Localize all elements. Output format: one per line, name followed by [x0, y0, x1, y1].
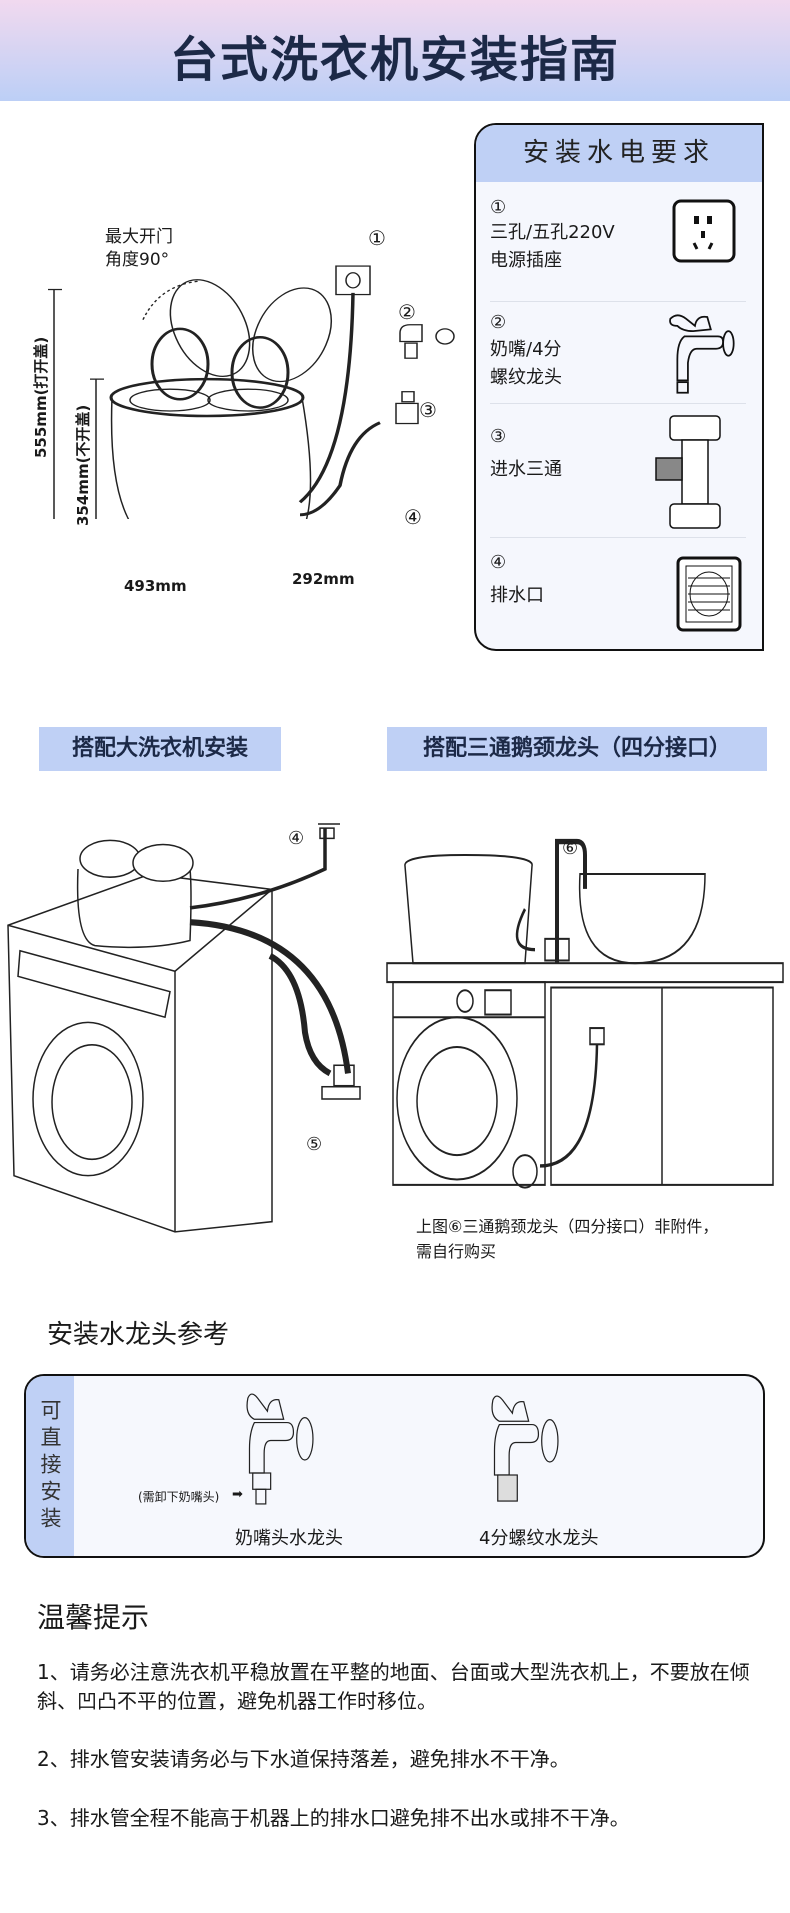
large-washer-illustration: [7, 823, 361, 1233]
item-number: ④: [490, 552, 507, 573]
marker-6: ⑥: [562, 838, 579, 859]
width-label: 493mm: [124, 577, 187, 595]
floor-drain-icon: [676, 556, 742, 632]
requirements-panel: 安装水电要求 ① 三孔/五孔220V 电源插座 ② 奶嘴/4分 螺纹龙头 ③ 进…: [474, 123, 764, 651]
threaded-faucet-icon: [491, 1395, 559, 1502]
door-angle-label: 最大开门 角度90°: [105, 227, 173, 270]
header-banner: 台式洗衣机安装指南: [0, 0, 790, 101]
item-number: ①: [490, 197, 507, 218]
faucet-ref-box: 可直接安装 (需卸下奶嘴头) ➡ 奶嘴头水龙头 4分螺纹水龙头: [24, 1374, 765, 1558]
power-socket-icon: [672, 199, 736, 263]
requirement-socket: ① 三孔/五孔220V 电源插座: [490, 197, 746, 302]
item-number: ③: [490, 426, 507, 447]
tip-3: 3、排水管全程不能高于机器上的排水口避免排不出水或排不干净。: [37, 1806, 630, 1830]
requirement-tee: ③ 进水三通: [490, 404, 746, 538]
item-label: 排水口: [490, 585, 544, 606]
faucet-icon: [669, 314, 735, 394]
marker-4: ④: [404, 505, 422, 529]
arrow-right-icon: ➡: [232, 1487, 243, 1502]
requirement-faucet: ② 奶嘴/4分 螺纹龙头: [490, 302, 746, 404]
remove-nipple-hint: (需卸下奶嘴头): [138, 1490, 220, 1504]
tips-title: 温馨提示: [37, 1601, 150, 1634]
nipple-faucet-icon: [246, 1393, 314, 1505]
marker-4-large: ④: [288, 828, 305, 849]
direct-install-strip: 可直接安装: [26, 1376, 74, 1556]
height-open-label: 555mm(打开盖): [32, 336, 50, 458]
tip-1: 1、请务必注意洗衣机平稳放置在平整的地面、台面或大型洗衣机上，不要放在倾斜、凹凸…: [37, 1660, 750, 1713]
tip-2: 2、排水管安装请务必与下水道保持落差，避免排水不干净。: [37, 1747, 570, 1771]
tee-connector-icon: [655, 415, 721, 529]
faucet-label-threaded: 4分螺纹水龙头: [479, 1528, 599, 1549]
requirements-title: 安装水电要求: [476, 125, 762, 182]
item-label: 奶嘴/4分 螺纹龙头: [490, 339, 562, 388]
section-label-large-washer: 搭配大洗衣机安装: [39, 727, 281, 771]
item-label: 进水三通: [490, 459, 562, 480]
requirement-drain: ④ 排水口: [490, 538, 746, 649]
height-closed-label: 354mm(不开盖): [74, 404, 92, 526]
marker-3: ③: [419, 398, 437, 422]
accessory-note: 上图⑥三通鹅颈龙头（四分接口）非附件， 需自行购买: [416, 1214, 719, 1264]
section-label-gooseneck: 搭配三通鹅颈龙头（四分接口）: [387, 727, 767, 771]
marker-2: ②: [398, 300, 416, 324]
page-title: 台式洗衣机安装指南: [169, 32, 620, 88]
item-number: ②: [490, 312, 507, 333]
item-label: 三孔/五孔220V 电源插座: [490, 222, 615, 271]
faucet-ref-title: 安装水龙头参考: [47, 1320, 230, 1350]
strip-label: 可直接安装: [38, 1398, 62, 1534]
marker-1: ①: [368, 226, 386, 250]
faucet-label-nipple: 奶嘴头水龙头: [235, 1528, 343, 1549]
gooseneck-cabinet-illustration: [386, 838, 784, 1189]
washer-dimension-diagram: [48, 265, 455, 519]
depth-label: 292mm: [292, 570, 355, 588]
marker-5: ⑤: [306, 1134, 323, 1155]
